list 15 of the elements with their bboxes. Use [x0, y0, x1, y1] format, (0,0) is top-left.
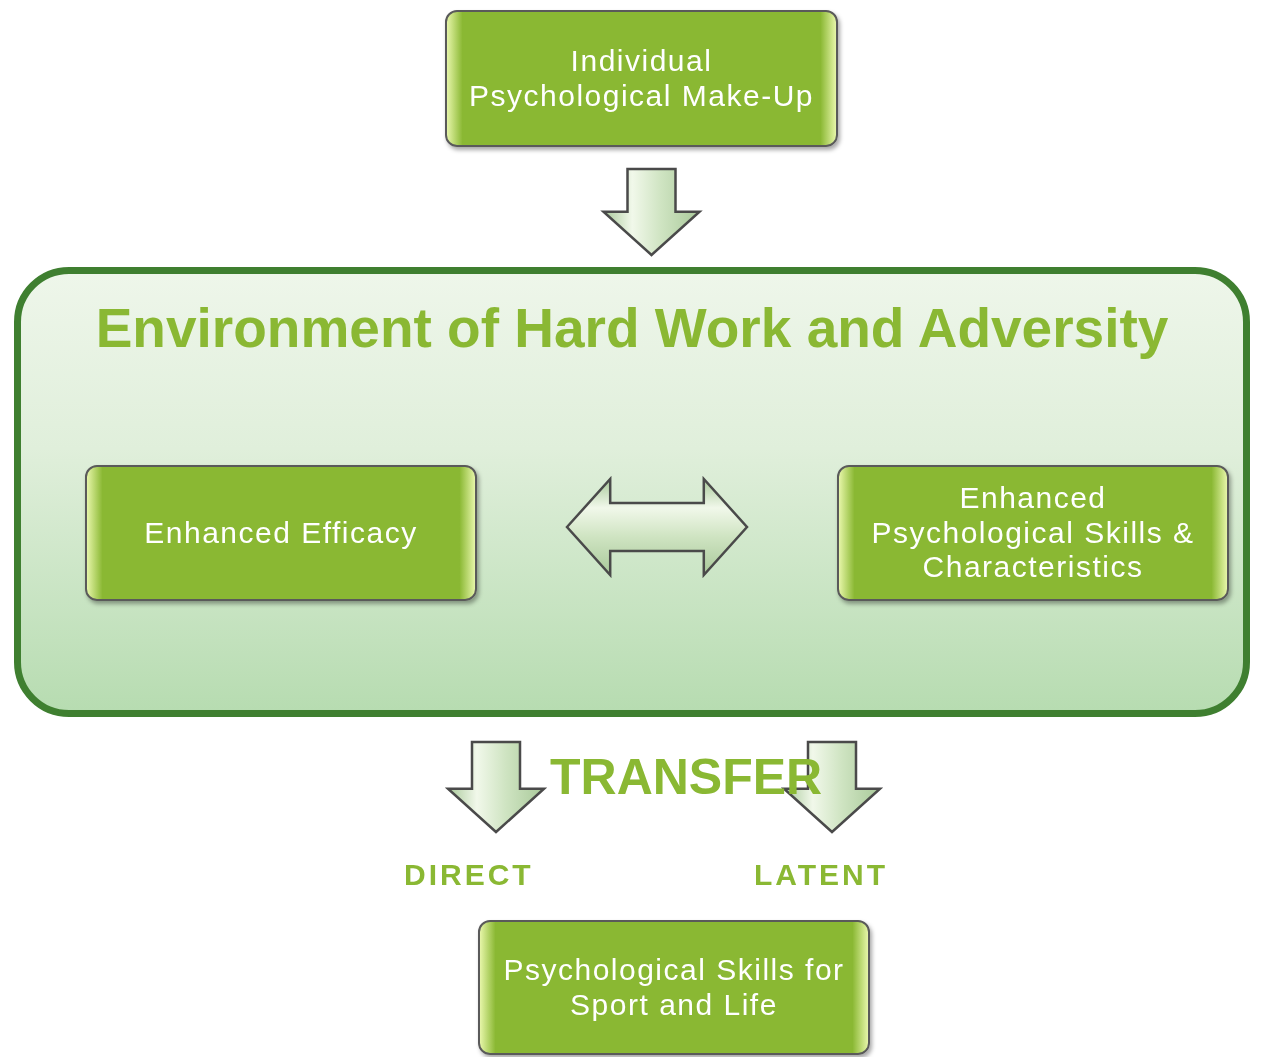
direct-label: DIRECT — [404, 858, 534, 892]
process-box — [837, 465, 1229, 601]
latent-label: LATENT — [754, 858, 889, 892]
block-arrow — [600, 167, 703, 257]
box-label: Individual Psychological Make-Up — [468, 44, 815, 113]
process-box — [85, 465, 477, 601]
block-arrow — [444, 740, 548, 834]
box-label: Enhanced Efficacy — [144, 515, 418, 551]
process-box — [478, 920, 870, 1055]
environment-panel — [14, 267, 1250, 717]
box-label: Psychological Skills for Sport and Life — [502, 953, 846, 1022]
panel-title: Environment of Hard Work and Adversity — [94, 296, 1170, 360]
box-label: Enhanced Psychological Skills & Characteristics — [870, 481, 1196, 585]
process-box — [445, 10, 838, 147]
block-arrow — [565, 475, 749, 579]
